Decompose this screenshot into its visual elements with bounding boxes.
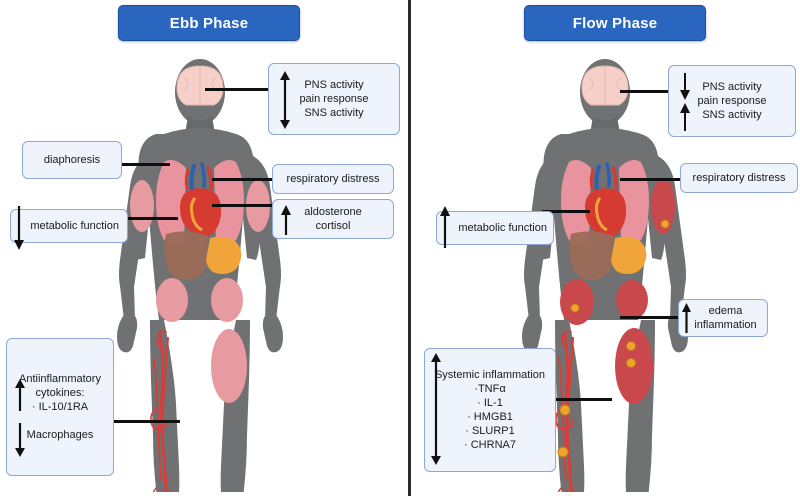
systemic-inflammation-label: Systemic inflammation ·TNFα · IL-1 · HMG… [434,369,546,451]
pns-activity-label: PNS activity pain response SNS activity [697,81,767,121]
respiratory-distress-label: respiratory distress [692,172,786,184]
metabolic-function-label: metabolic function [30,220,119,232]
leader-line [205,88,271,91]
systemic-inflammation-box[interactable]: Systemic inflammation ·TNFα · IL-1 · HMG… [424,348,556,472]
leader-line [620,316,680,319]
leader-line [620,178,682,181]
leader-line [120,163,170,166]
respiratory-distress-label: respiratory distress [286,173,380,185]
leader-line [212,204,274,207]
edema-inflammation-box[interactable]: edema inflammation [678,299,768,337]
aldosterone-cortisol-box[interactable]: aldosterone cortisol [272,199,394,239]
antiinflammatory-cytokines-label: Antiinflammatory cytokines: · IL-10/1RA … [19,373,101,441]
pns-activity-label: PNS activity pain response SNS activity [299,79,369,119]
respiratory-distress-box-flow[interactable]: respiratory distress [680,163,798,193]
leader-line [620,90,670,93]
ebb-phase-title: Ebb Phase [118,5,300,41]
panel-divider [408,0,411,496]
pns-activity-box-ebb[interactable]: PNS activity pain response SNS activity [268,63,400,135]
leader-line [212,178,274,181]
leader-line [112,420,180,423]
pns-activity-box-flow[interactable]: PNS activity pain response SNS activity [668,65,796,137]
respiratory-distress-box-ebb[interactable]: respiratory distress [272,164,394,194]
leader-line [126,217,178,220]
diaphoresis-box[interactable]: diaphoresis [22,141,122,179]
leader-line [542,210,590,213]
flow-phase-title: Flow Phase [524,5,706,41]
metabolic-function-label: metabolic function [458,222,547,234]
diaphoresis-label: diaphoresis [43,154,101,166]
metabolic-function-box-flow[interactable]: metabolic function [436,211,554,245]
metabolic-function-box-ebb[interactable]: metabolic function [10,209,128,243]
aldosterone-cortisol-label: aldosterone cortisol [304,206,362,232]
edema-inflammation-label: edema inflammation [694,305,757,331]
leader-line [554,398,612,401]
human-figure-ebb [117,59,283,492]
antiinflammatory-cytokines-box[interactable]: Antiinflammatory cytokines: · IL-10/1RA … [6,338,114,476]
